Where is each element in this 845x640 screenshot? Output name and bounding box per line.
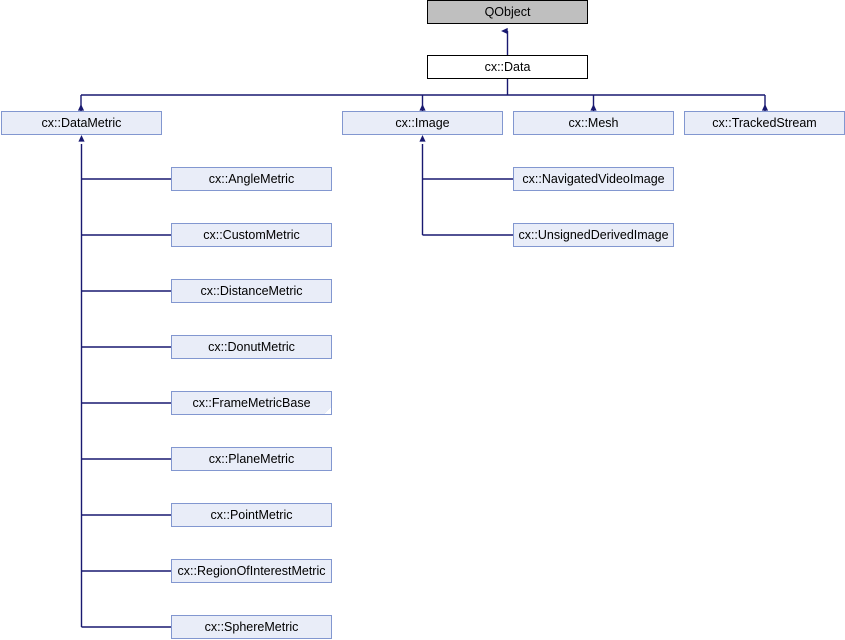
edge-datametric-children xyxy=(78,135,171,628)
node-label: QObject xyxy=(484,5,531,19)
node-label: cx::AngleMetric xyxy=(208,172,295,186)
node-label: cx::SphereMetric xyxy=(204,620,299,634)
node-cx-framemetricbase[interactable]: cx::FrameMetricBase xyxy=(171,391,332,415)
node-label: cx::FrameMetricBase xyxy=(192,396,311,410)
node-cx-data[interactable]: cx::Data xyxy=(427,55,588,79)
node-label: cx::CustomMetric xyxy=(203,228,300,242)
collapsed-subtree-fold-icon xyxy=(323,406,331,414)
node-cx-datametric[interactable]: cx::DataMetric xyxy=(1,111,162,135)
node-cx-mesh[interactable]: cx::Mesh xyxy=(513,111,674,135)
node-cx-spheremetric[interactable]: cx::SphereMetric xyxy=(171,615,332,639)
node-label: cx::RegionOfInterestMetric xyxy=(177,564,326,578)
node-label: cx::DistanceMetric xyxy=(200,284,303,298)
node-cx-image[interactable]: cx::Image xyxy=(342,111,503,135)
node-label: cx::DonutMetric xyxy=(208,340,295,354)
node-cx-navigatedvideoimage[interactable]: cx::NavigatedVideoImage xyxy=(513,167,674,191)
node-cx-regionofinterestmetric[interactable]: cx::RegionOfInterestMetric xyxy=(171,559,332,583)
node-label: cx::PlaneMetric xyxy=(208,452,295,466)
node-label: cx::PointMetric xyxy=(210,508,293,522)
node-cx-unsignedderivedimage[interactable]: cx::UnsignedDerivedImage xyxy=(513,223,674,247)
node-cx-pointmetric[interactable]: cx::PointMetric xyxy=(171,503,332,527)
edge-bus-data-children xyxy=(80,79,766,111)
node-label: cx::DataMetric xyxy=(41,116,122,130)
edge-image-children xyxy=(419,135,513,236)
node-cx-distancemetric[interactable]: cx::DistanceMetric xyxy=(171,279,332,303)
node-qobject[interactable]: QObject xyxy=(427,0,588,24)
node-label: cx::Data xyxy=(484,60,531,74)
node-cx-donutmetric[interactable]: cx::DonutMetric xyxy=(171,335,332,359)
node-cx-trackedstream[interactable]: cx::TrackedStream xyxy=(684,111,845,135)
node-cx-planemetric[interactable]: cx::PlaneMetric xyxy=(171,447,332,471)
node-label: cx::Mesh xyxy=(568,116,619,130)
node-cx-custommetric[interactable]: cx::CustomMetric xyxy=(171,223,332,247)
node-label: cx::UnsignedDerivedImage xyxy=(518,228,669,242)
node-label: cx::TrackedStream xyxy=(712,116,817,130)
edge-arrowheads-row2 xyxy=(77,104,769,111)
node-cx-anglemetric[interactable]: cx::AngleMetric xyxy=(171,167,332,191)
node-label: cx::NavigatedVideoImage xyxy=(522,172,665,186)
node-label: cx::Image xyxy=(395,116,450,130)
